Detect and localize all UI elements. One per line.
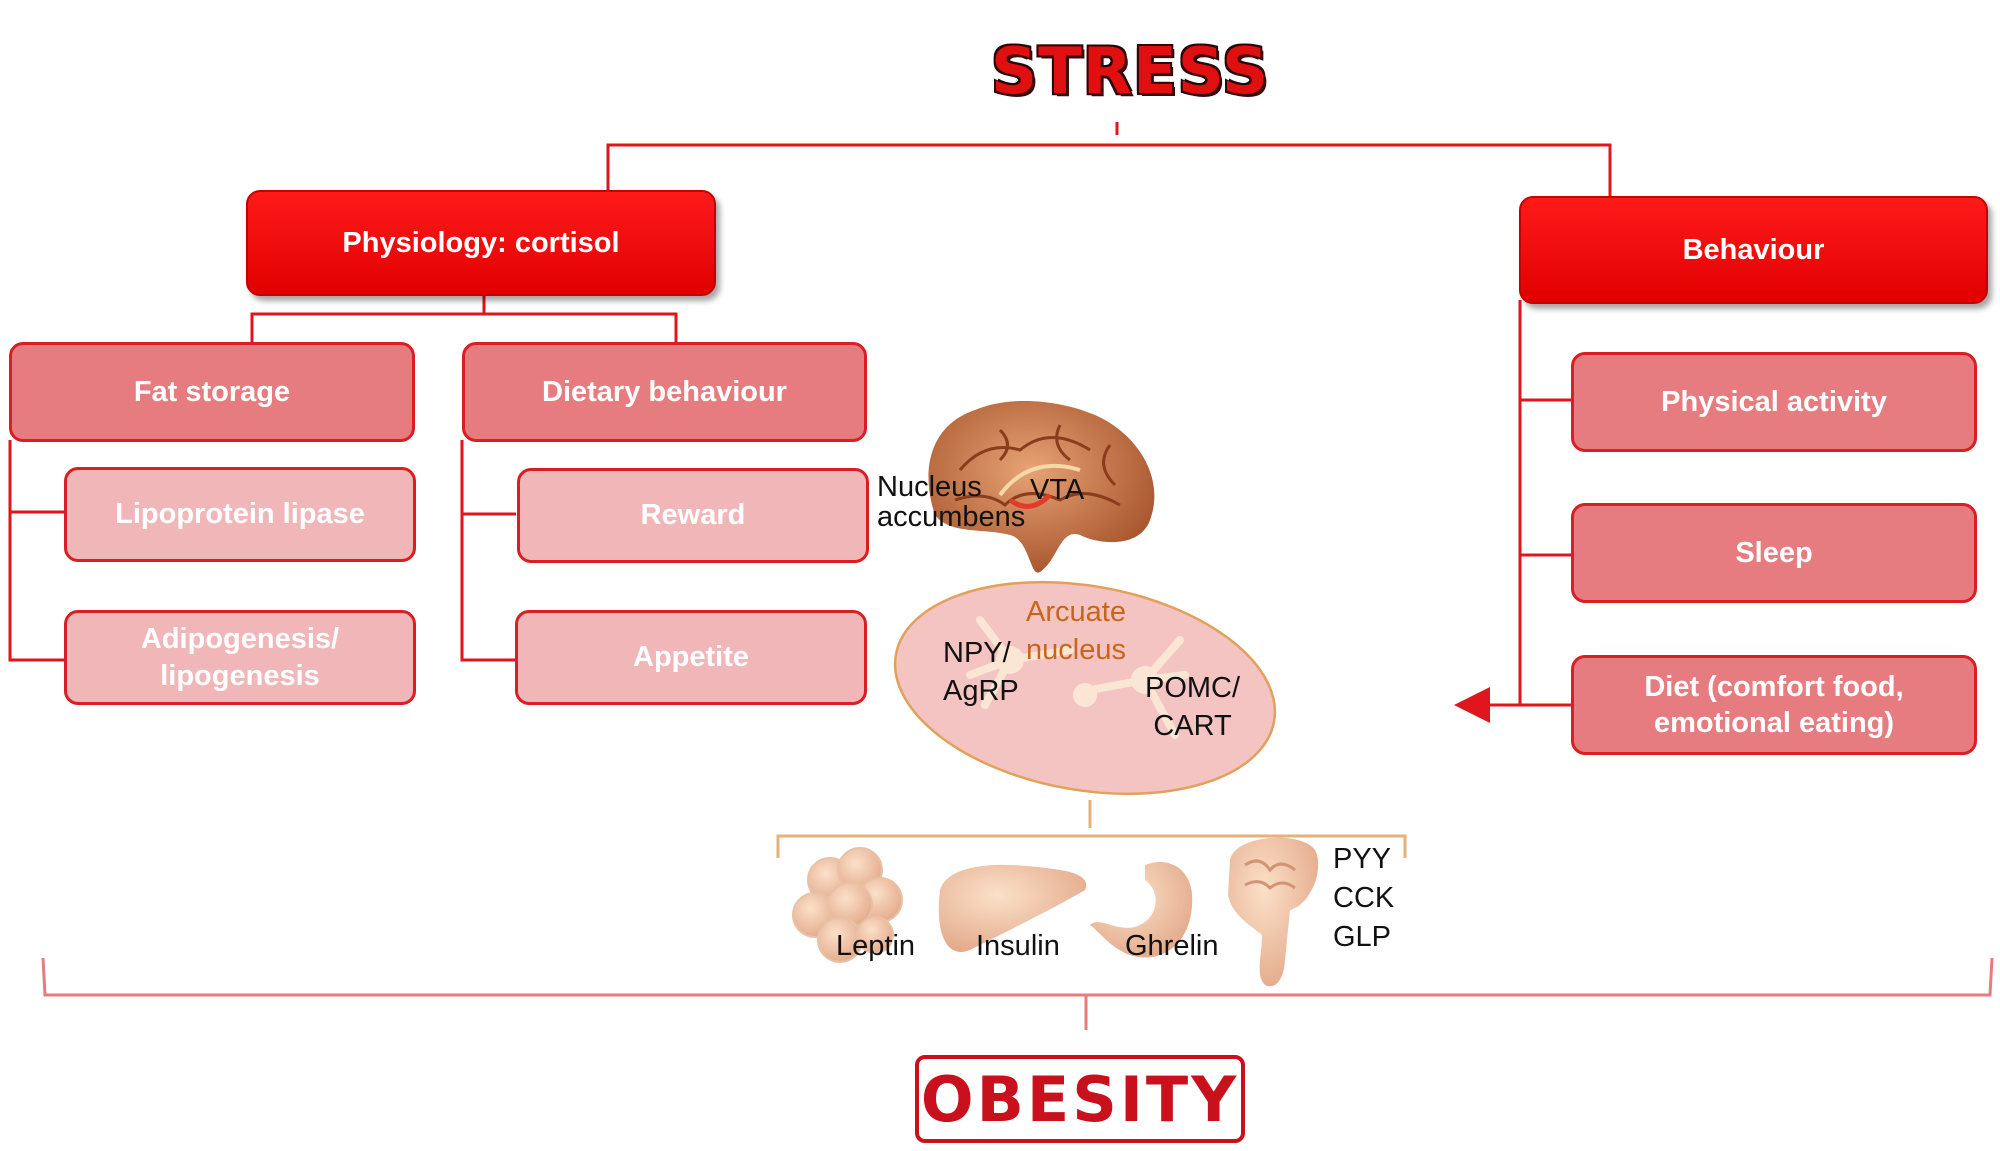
sleep-box: Sleep bbox=[1571, 503, 1977, 603]
leptin-label: Leptin bbox=[836, 930, 916, 962]
dietary-behaviour-connector bbox=[460, 440, 516, 662]
adipose-tissue-illustration bbox=[792, 847, 903, 963]
fat-storage-connector bbox=[8, 440, 64, 662]
arcuate-nucleus-illustration bbox=[893, 580, 1277, 796]
adipogenesis-lipogenesis-label: Adipogenesis/ lipogenesis bbox=[140, 623, 340, 692]
insulin-label: Insulin bbox=[976, 930, 1060, 962]
obesity-label: OBESITY bbox=[920, 1062, 1240, 1136]
dietary-behaviour-label: Dietary behaviour bbox=[542, 375, 787, 408]
sleep-label: Sleep bbox=[1735, 536, 1813, 569]
fat-storage-box: Fat storage bbox=[9, 342, 415, 442]
physical-activity-label: Physical activity bbox=[1661, 385, 1887, 418]
arcuate-nucleus-label: Arcuate nucleus bbox=[1026, 596, 1126, 666]
npy-agrp-label: NPY/ AgRP bbox=[943, 637, 1019, 707]
stress-title: STRESS bbox=[990, 35, 1270, 109]
behaviour-connector bbox=[1454, 300, 1571, 723]
vta-label: VTA bbox=[1030, 474, 1085, 506]
diet-box: Diet (comfort food, emotional eating) bbox=[1571, 655, 1977, 755]
obesity-stamp: OBESITY bbox=[915, 1055, 1245, 1143]
intestine-illustration bbox=[1228, 837, 1319, 987]
liver-illustration bbox=[938, 864, 1087, 952]
behaviour-label: Behaviour bbox=[1682, 233, 1825, 266]
obesity-brace bbox=[41, 957, 1994, 1030]
physical-activity-box: Physical activity bbox=[1571, 352, 1977, 452]
physiology-connector bbox=[250, 296, 678, 342]
appetite-label: Appetite bbox=[633, 641, 749, 674]
stress-connector bbox=[606, 122, 1612, 196]
lipoprotein-lipase-box: Lipoprotein lipase bbox=[64, 467, 416, 562]
behaviour-box: Behaviour bbox=[1519, 196, 1988, 304]
hormone-brace bbox=[776, 800, 1407, 858]
physiology-cortisol-label: Physiology: cortisol bbox=[342, 226, 620, 259]
reward-box: Reward bbox=[517, 468, 869, 563]
pomc-cart-label: POMC/ CART bbox=[1145, 672, 1241, 742]
adipogenesis-lipogenesis-box: Adipogenesis/ lipogenesis bbox=[64, 610, 416, 705]
diet-label: Diet (comfort food, emotional eating) bbox=[1644, 670, 1904, 739]
nucleus-accumbens-label: Nucleus accumbens bbox=[877, 471, 1026, 534]
stomach-illustration bbox=[1090, 861, 1193, 958]
fat-storage-label: Fat storage bbox=[133, 375, 291, 408]
lipoprotein-lipase-label: Lipoprotein lipase bbox=[115, 498, 365, 531]
dietary-behaviour-box: Dietary behaviour bbox=[462, 342, 867, 442]
reward-label: Reward bbox=[640, 499, 746, 532]
ghrelin-label: Ghrelin bbox=[1125, 930, 1219, 962]
appetite-box: Appetite bbox=[515, 610, 867, 705]
gut-hormones-label: PYY CCK GLP bbox=[1333, 843, 1395, 954]
physiology-cortisol-box: Physiology: cortisol bbox=[246, 190, 716, 296]
brain-illustration bbox=[928, 400, 1155, 573]
